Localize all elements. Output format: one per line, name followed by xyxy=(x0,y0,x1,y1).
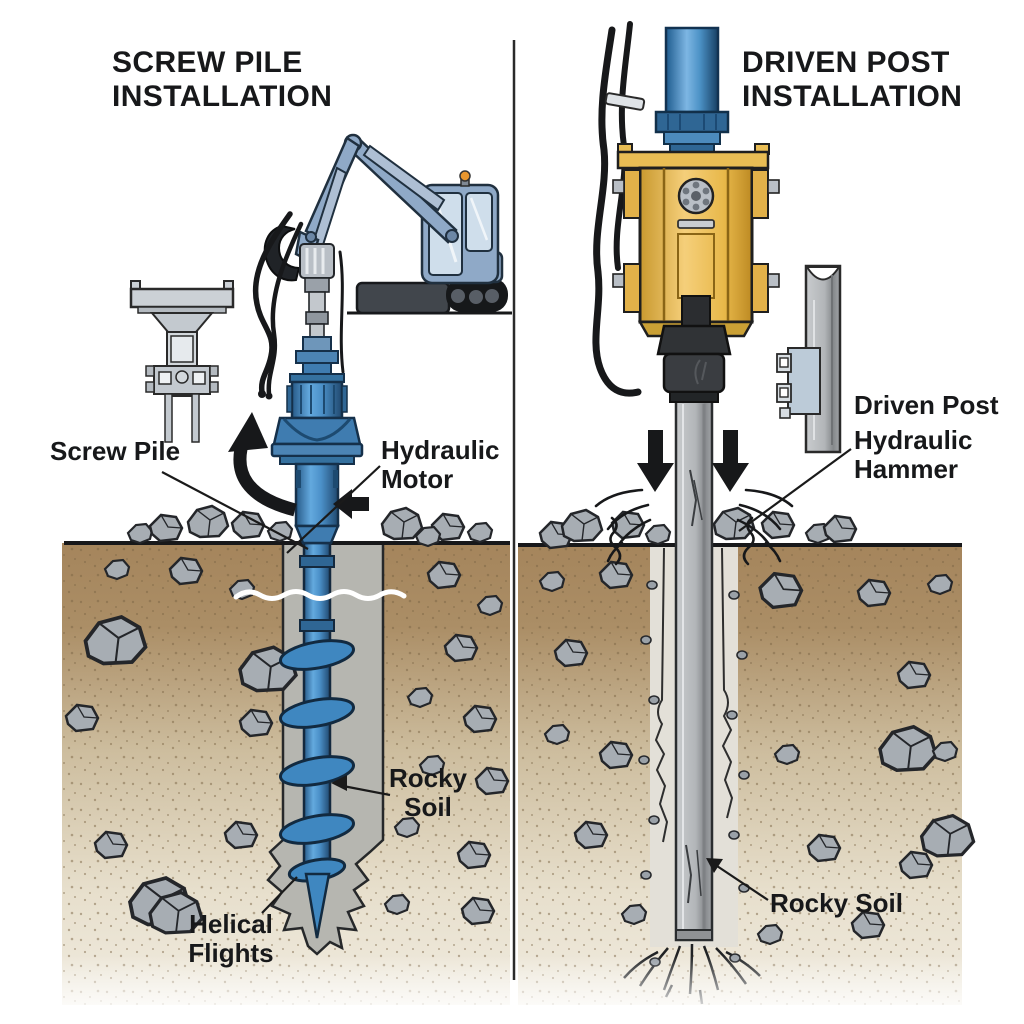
drive-motor-gray xyxy=(299,243,335,339)
label-hydraulic-hammer: Hydraulic Hammer xyxy=(854,425,973,484)
hose-clamp xyxy=(604,92,646,111)
pile-tip xyxy=(304,872,331,939)
bottom-fade xyxy=(55,955,970,1015)
excavator xyxy=(252,133,512,400)
driven-post-shape xyxy=(674,398,714,942)
hammer-chuck xyxy=(656,295,732,403)
detail-guide-rail xyxy=(776,264,842,454)
hydraulic-hammer-rig xyxy=(592,21,780,403)
leader-lines-right xyxy=(716,448,852,901)
dozer-blade xyxy=(355,281,451,315)
rocky-soil-right-arrowhead xyxy=(706,858,723,873)
mast xyxy=(664,26,720,114)
impact-arrow-icons xyxy=(637,430,749,492)
detail-pile-cap xyxy=(129,280,235,443)
leader-lines-left xyxy=(161,465,391,914)
label-screw-pile: Screw Pile xyxy=(50,436,181,466)
label-driven-post: Driven Post xyxy=(854,390,999,420)
boom-arm xyxy=(294,133,459,264)
left-panel-title: SCREW PILE INSTALLATION xyxy=(112,46,333,113)
motor-pointer-arrow-icon xyxy=(333,489,369,519)
beacon-light xyxy=(459,170,471,182)
hydraulic-hoses-left xyxy=(252,211,345,400)
rocky-soil-left-arrowhead xyxy=(331,775,347,791)
down-arrow-right-icon xyxy=(712,430,749,492)
water-table-wave xyxy=(233,589,407,601)
down-arrow-left-icon xyxy=(637,430,674,492)
helical-flights-shape xyxy=(278,639,356,883)
label-rocky-soil-left: Rocky Soil xyxy=(388,763,468,822)
right-panel-title: DRIVEN POST INSTALLATION xyxy=(742,46,963,113)
post-disturbed-zone xyxy=(654,547,734,843)
label-hydraulic-motor: Hydraulic Motor xyxy=(381,435,500,494)
label-rocky-soil-right: Rocky Soil xyxy=(770,888,903,918)
drive-head-assembly xyxy=(270,336,364,545)
rotation-arrow-icon xyxy=(228,412,297,517)
impact-strokes xyxy=(594,488,794,566)
excavator-tracks xyxy=(446,278,508,312)
label-helical-flights: Helical Flights xyxy=(188,909,274,968)
